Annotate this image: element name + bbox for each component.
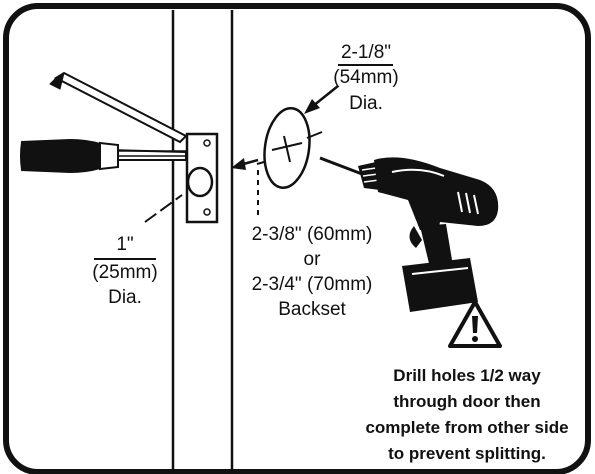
large-hole (256, 107, 323, 218)
backset-option-b: 2-3/4" (70mm) (252, 274, 373, 295)
warning-line-2: through door then (393, 392, 540, 411)
power-drill-icon (319, 156, 499, 312)
warning-line-1: Drill holes 1/2 way (393, 366, 541, 385)
screwdriver-icon (20, 138, 187, 174)
latch-plate (185, 132, 219, 224)
large-hole-arrow (304, 64, 393, 114)
warning-triangle-icon (448, 300, 502, 348)
large-hole-size: 2-1/8" (341, 42, 391, 63)
large-hole-suffix: Dia. (349, 93, 383, 114)
backset-option-a: 2-3/8" (60mm) (252, 224, 373, 245)
small-hole-suffix: Dia. (108, 287, 142, 308)
small-hole-size: 1" (116, 234, 133, 255)
warning-line-3: complete from other side (365, 418, 568, 437)
small-hole-metric: (25mm) (92, 262, 157, 283)
large-hole-metric: (54mm) (333, 67, 398, 88)
backset-arrow (231, 158, 259, 170)
small-hole (186, 166, 214, 198)
backset-word: Backset (278, 299, 346, 320)
warning-line-4: to prevent splitting. (388, 444, 546, 463)
backset-connector: or (304, 249, 322, 270)
small-hole-leader (94, 194, 183, 260)
door-edge (171, 10, 234, 469)
